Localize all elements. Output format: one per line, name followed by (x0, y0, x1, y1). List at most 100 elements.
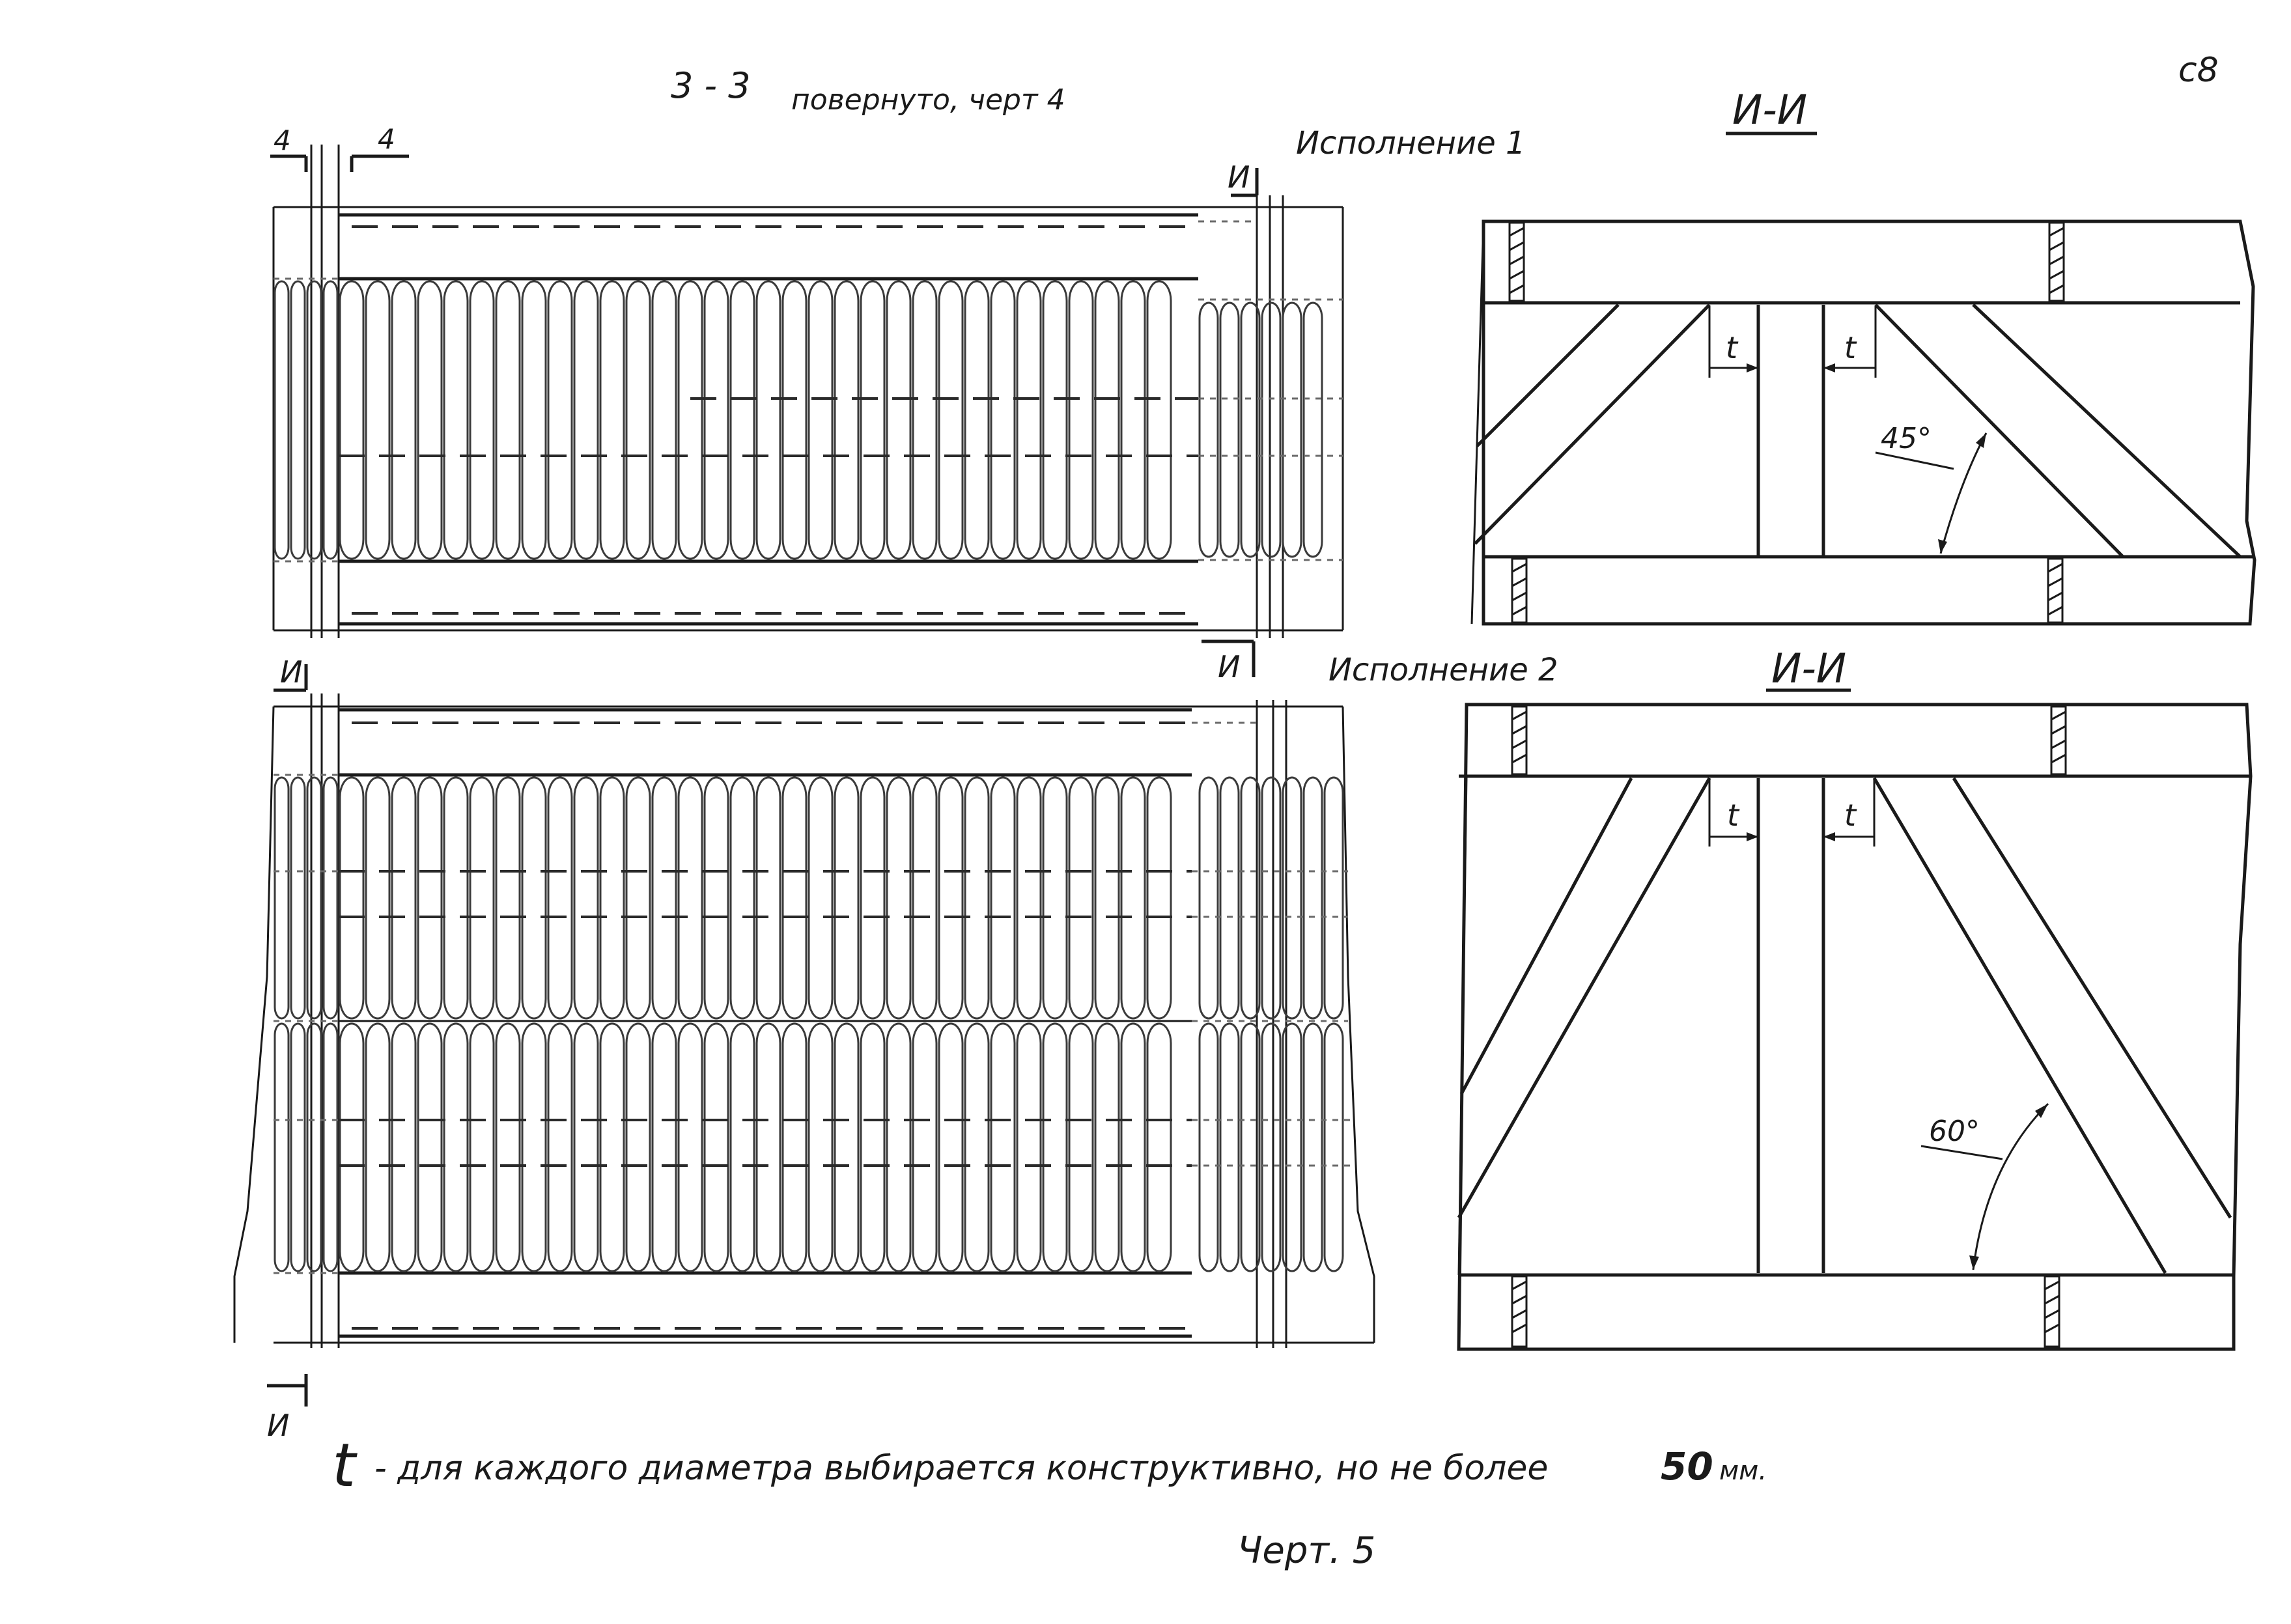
weld-bead-v2-lower-14 (703, 1022, 729, 1272)
weld-beads-variant-2-lower (274, 1022, 1344, 1272)
weld-bead-v2-upper-left-0 (274, 776, 290, 1020)
weld-bead-v2-lower-4 (443, 1022, 469, 1272)
plan-view-variant-1 (272, 145, 1344, 638)
weld-beads-variant-2-upper (274, 776, 1344, 1020)
weld-bead-v1-19 (834, 280, 860, 560)
weld-bead-v2-lower-left-1 (290, 1022, 306, 1272)
weld-bead-v2-upper-16 (755, 776, 781, 1020)
weld-bead-v1-left-0 (274, 280, 290, 560)
weld-bead-v2-lower-9 (573, 1022, 599, 1272)
weld-bead-v2-lower-28 (1068, 1022, 1094, 1272)
dim-t-right-v1: t (1822, 306, 1877, 378)
weld-bead-v2-lower-6 (495, 1022, 521, 1272)
weld-bead-v1-25 (990, 280, 1016, 560)
cut-mark-left-label: И (280, 654, 302, 690)
weld-bead-v2-lower-16 (755, 1022, 781, 1272)
dim-t-left-v2-label: t (1727, 798, 1740, 833)
weld-bead-v2-upper-left-3 (322, 776, 339, 1020)
weld-bead-v1-4 (443, 280, 469, 560)
weld-bead-v1-16 (755, 280, 781, 560)
weld-bead-v2-upper-11 (625, 776, 651, 1020)
weld-bead-v2-upper-23 (938, 776, 964, 1020)
dim-t-right-v2: t (1822, 778, 1876, 847)
weld-bead-v2-lower-22 (912, 1022, 938, 1272)
weld-bead-v2-lower-25 (990, 1022, 1016, 1272)
weld-bead-v2-upper-left-2 (306, 776, 322, 1020)
weld-bead-v2-upper-right-2 (1240, 776, 1261, 1020)
weld-bead-v1-18 (808, 280, 834, 560)
weld-bead-v1-2 (391, 280, 417, 560)
weld-bead-v2-lower-26 (1016, 1022, 1042, 1272)
weld-bead-v2-upper-4 (443, 776, 469, 1020)
weld-bead-v2-upper-right-1 (1219, 776, 1240, 1020)
weld-bead-v2-lower-1 (365, 1022, 391, 1272)
weld-bead-v2-upper-15 (729, 776, 755, 1020)
weld-bead-v1-6 (495, 280, 521, 560)
section-mark-4-left: 4 (274, 124, 291, 156)
note-unit: мм. (1719, 1456, 1767, 1486)
weld-bead-v2-lower-right-6 (1323, 1022, 1344, 1272)
weld-bead-v2-lower-10 (599, 1022, 625, 1272)
weld-bead-v2-upper-2 (391, 776, 417, 1020)
weld-bead-v1-7 (521, 280, 547, 560)
weld-bead-v2-upper-14 (703, 776, 729, 1020)
weld-bead-v1-right-4 (1282, 301, 1302, 558)
weld-bead-v2-upper-20 (860, 776, 886, 1020)
weld-bead-v2-lower-right-4 (1282, 1022, 1302, 1272)
weld-bead-v2-upper-17 (781, 776, 808, 1020)
dim-t-left-v2: t (1708, 778, 1760, 847)
weld-bead-v2-upper-3 (417, 776, 443, 1020)
dim-t-right-v1-label: t (1844, 330, 1857, 365)
variant-2-section-label: И-И (1771, 645, 1846, 692)
section-view-variant-2: Исполнение 2 И-И (1328, 645, 2253, 1351)
weld-bead-v1-17 (781, 280, 808, 560)
weld-bead-v1-left-2 (306, 280, 322, 560)
weld-bead-v2-upper-30 (1120, 776, 1146, 1020)
weld-bead-v2-lower-right-5 (1302, 1022, 1323, 1272)
weld-bead-v1-28 (1068, 280, 1094, 560)
weld-bead-v1-30 (1120, 280, 1146, 560)
weld-strip-top-right (2048, 221, 2065, 302)
weld-bead-v1-14 (703, 280, 729, 560)
section-mark-4-4: 4 4 (270, 123, 409, 172)
weld-strip-top-right-v2 (2050, 705, 2067, 776)
weld-strip-top-left-v2 (1511, 705, 1528, 776)
weld-bead-v2-lower-23 (938, 1022, 964, 1272)
weld-bead-v2-lower-0 (339, 1022, 365, 1272)
note-value: 50 (1661, 1444, 1713, 1489)
weld-strip-top-left (1508, 221, 1525, 302)
weld-bead-v2-lower-21 (886, 1022, 912, 1272)
weld-bead-v2-lower-29 (1094, 1022, 1120, 1272)
weld-bead-v1-31 (1146, 280, 1172, 560)
weld-bead-v1-1 (365, 280, 391, 560)
cut-mark-bottom-label: И (267, 1408, 289, 1443)
weld-bead-v2-upper-1 (365, 776, 391, 1020)
angle-45-label: 45° (1881, 422, 1932, 455)
weld-bead-v2-lower-5 (469, 1022, 495, 1272)
weld-bead-v2-upper-22 (912, 776, 938, 1020)
weld-bead-v2-upper-right-5 (1302, 776, 1323, 1020)
weld-bead-v2-lower-31 (1146, 1022, 1172, 1272)
variant-2-label: Исполнение 2 (1328, 652, 1558, 688)
section-mark-4-right: 4 (378, 123, 395, 155)
weld-bead-v2-upper-right-3 (1261, 776, 1282, 1020)
cut-mark-top-label: И (1228, 160, 1250, 195)
weld-bead-v1-22 (912, 280, 938, 560)
weld-bead-v2-upper-left-1 (290, 776, 306, 1020)
weld-bead-v1-21 (886, 280, 912, 560)
weld-bead-v1-5 (469, 280, 495, 560)
weld-bead-v1-24 (964, 280, 990, 560)
weld-bead-v1-15 (729, 280, 755, 560)
weld-strip-bottom-right (2047, 557, 2064, 624)
weld-bead-v2-upper-8 (547, 776, 573, 1020)
weld-bead-v2-lower-12 (651, 1022, 677, 1272)
weld-bead-v2-upper-25 (990, 776, 1016, 1020)
weld-bead-v2-upper-26 (1016, 776, 1042, 1020)
weld-bead-v2-upper-10 (599, 776, 625, 1020)
weld-bead-v2-lower-27 (1042, 1022, 1068, 1272)
weld-bead-v2-upper-13 (677, 776, 703, 1020)
variant-1-section-label: И-И (1732, 86, 1807, 133)
cut-mark-mid-label: И (1218, 649, 1240, 684)
weld-bead-v2-lower-20 (860, 1022, 886, 1272)
dim-t-left-v1-label: t (1726, 330, 1739, 365)
